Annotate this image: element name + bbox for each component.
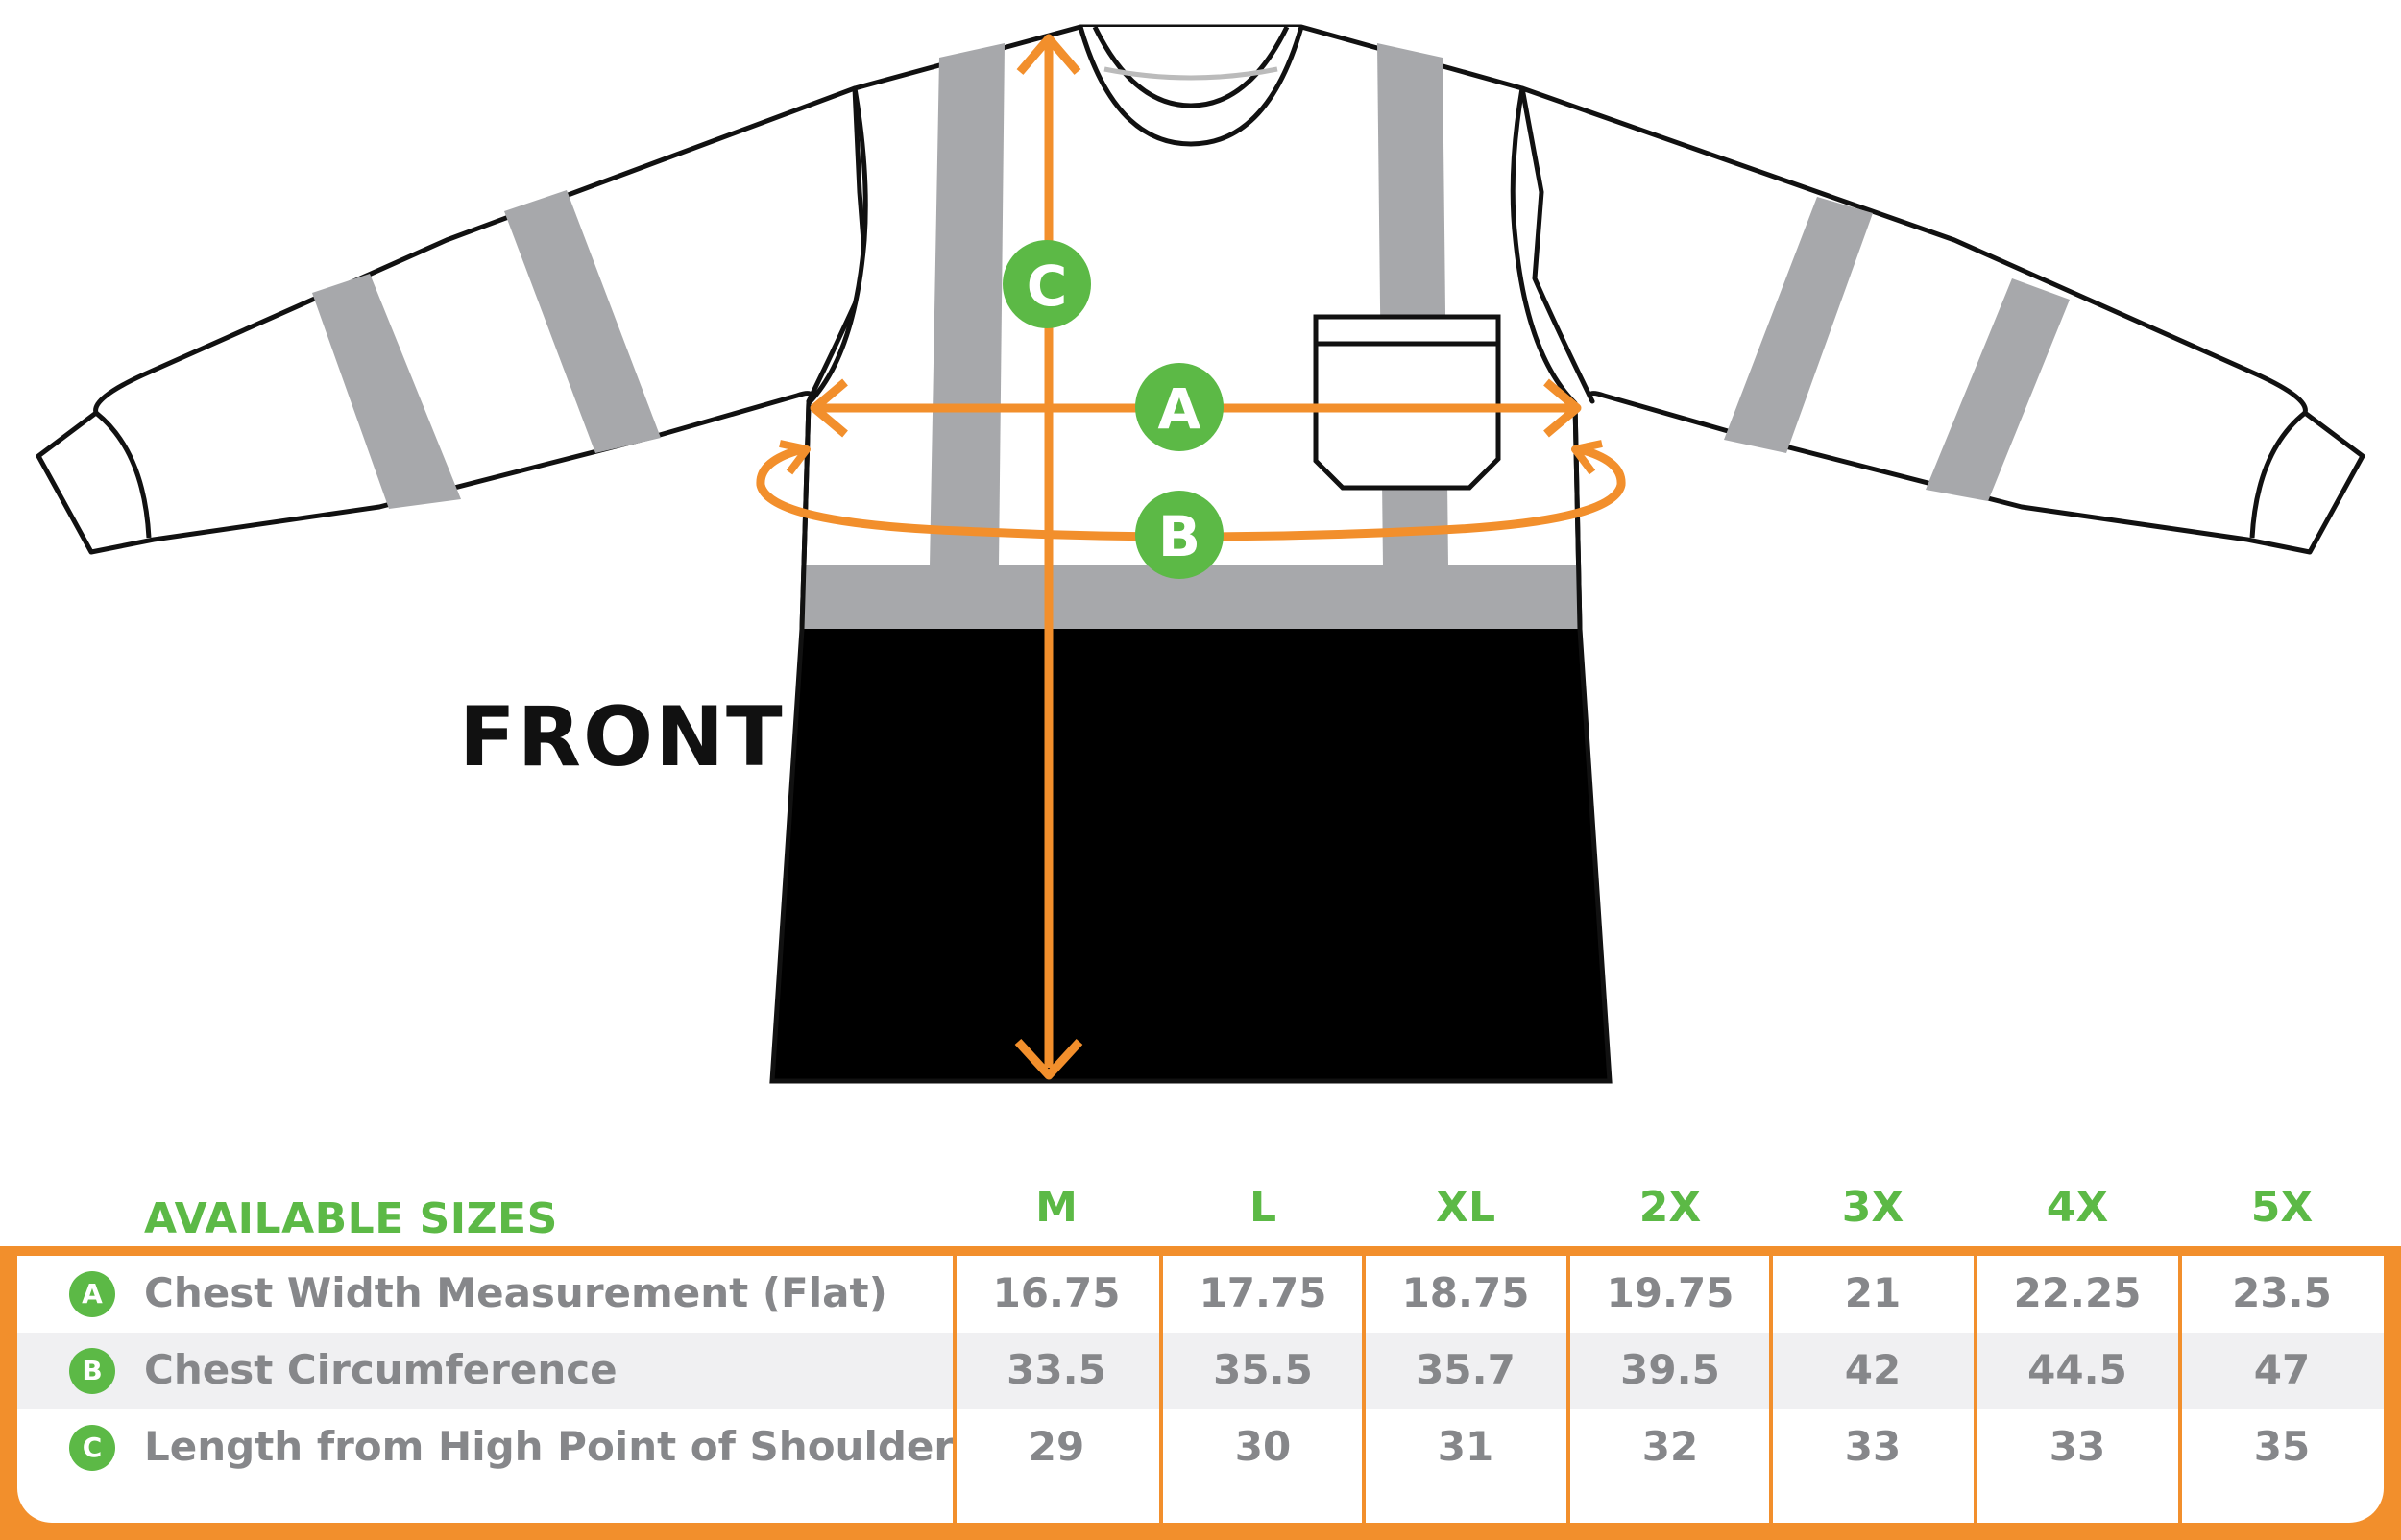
- table-cell: 42: [1844, 1346, 1902, 1393]
- table-row: A Chest Width Measurement (Flat) 16.75 1…: [17, 1256, 2384, 1333]
- table-cell: 44.5: [2027, 1346, 2127, 1393]
- column-divider: [2178, 1256, 2182, 1523]
- view-label: FRONT: [459, 689, 785, 785]
- callout-label-c: C: [1027, 253, 1068, 319]
- callout-label-b: B: [1158, 504, 1200, 569]
- column-divider: [1769, 1256, 1773, 1523]
- table-cell: 33.5: [1006, 1346, 1106, 1393]
- row-badge-a: A: [69, 1271, 115, 1317]
- size-table-heading: AVAILABLE SIZES: [144, 1194, 558, 1243]
- table-cell: 33: [1844, 1423, 1902, 1470]
- column-divider: [1566, 1256, 1570, 1523]
- row-label: Chest Circumference: [144, 1346, 618, 1393]
- row-badge-c: C: [69, 1425, 115, 1471]
- table-cell: 33: [2049, 1423, 2106, 1470]
- table-cell: 18.75: [1401, 1269, 1530, 1316]
- table-cell: 35: [2253, 1423, 2311, 1470]
- table-cell: 35.5: [1213, 1346, 1313, 1393]
- table-cell: 17.75: [1199, 1269, 1327, 1316]
- callout-badge-a: A: [1135, 363, 1224, 451]
- table-cell: 19.75: [1606, 1269, 1734, 1316]
- table-cell: 35.7: [1416, 1346, 1516, 1393]
- shirt-body: [769, 24, 1613, 1084]
- table-cell: 21: [1844, 1269, 1902, 1316]
- table-cell: 22.25: [2013, 1269, 2142, 1316]
- size-header-l: L: [1249, 1183, 1277, 1232]
- table-cell: 47: [2253, 1346, 2311, 1393]
- table-row: C Length from High Point of Shoulder 29 …: [17, 1409, 2384, 1486]
- row-label: Length from High Point of Shoulder: [144, 1423, 955, 1470]
- column-divider: [1362, 1256, 1366, 1523]
- row-badge-b: B: [69, 1348, 115, 1394]
- table-cell: 23.5: [2232, 1269, 2332, 1316]
- measure-line-c: [1014, 34, 1083, 1080]
- size-table-body: A Chest Width Measurement (Flat) 16.75 1…: [17, 1256, 2384, 1523]
- callout-badge-b: B: [1135, 491, 1224, 579]
- column-divider: [1974, 1256, 1977, 1523]
- table-cell: 30: [1234, 1423, 1292, 1470]
- row-label: Chest Width Measurement (Flat): [144, 1269, 887, 1316]
- chest-pocket: [1313, 314, 1501, 491]
- table-row: B Chest Circumference 33.5 35.5 35.7 39.…: [17, 1333, 2384, 1409]
- table-cell: 39.5: [1620, 1346, 1720, 1393]
- column-divider: [953, 1256, 957, 1523]
- table-cell: 31: [1437, 1423, 1494, 1470]
- table-cell: 16.75: [992, 1269, 1121, 1316]
- callout-badge-c: C: [1003, 240, 1091, 328]
- size-header-xl: XL: [1436, 1183, 1495, 1232]
- table-cell: 29: [1028, 1423, 1085, 1470]
- size-table: A Chest Width Measurement (Flat) 16.75 1…: [0, 1246, 2401, 1540]
- size-header-3x: 3X: [1841, 1183, 1904, 1232]
- size-header-2x: 2X: [1638, 1183, 1702, 1232]
- callout-label-a: A: [1158, 376, 1201, 442]
- size-header-m: M: [1035, 1183, 1078, 1232]
- size-header-4x: 4X: [2046, 1183, 2109, 1232]
- table-cell: 32: [1641, 1423, 1699, 1470]
- size-header-5x: 5X: [2250, 1183, 2314, 1232]
- column-divider: [1159, 1256, 1163, 1523]
- right-sleeve: [1519, 85, 2365, 555]
- left-sleeve: [36, 85, 869, 555]
